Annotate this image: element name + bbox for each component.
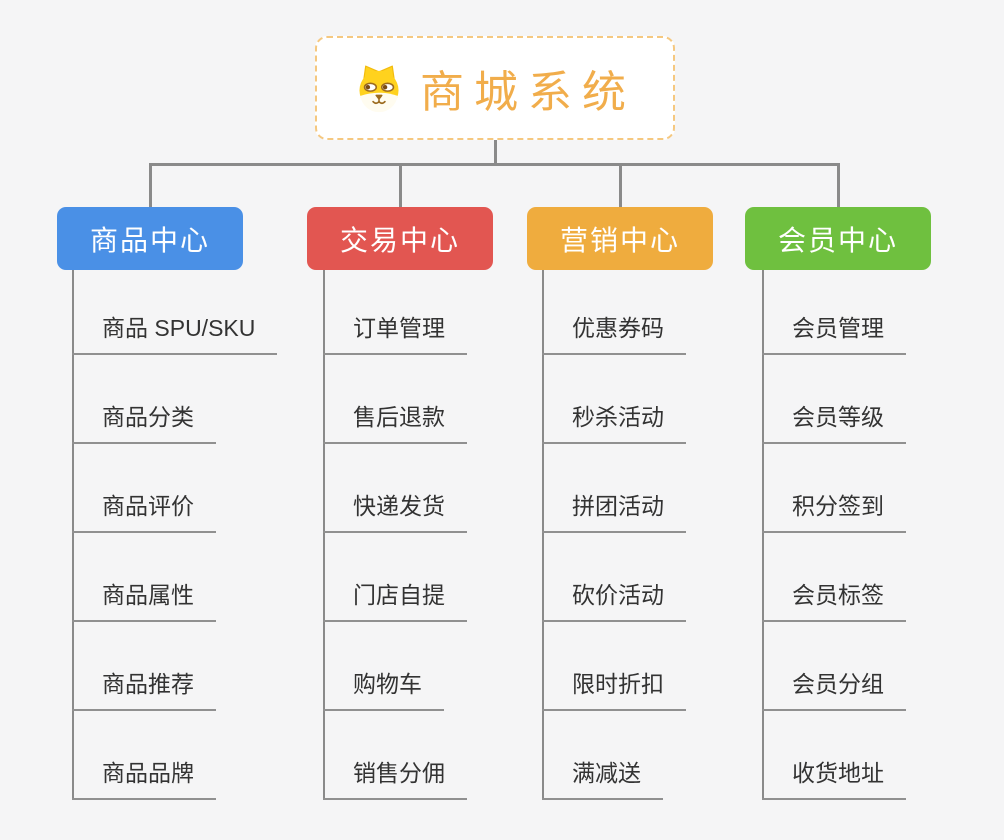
leaf-node[interactable]: 销售分佣 <box>323 754 467 800</box>
branch-label: 会员中心 <box>777 224 898 256</box>
connector-column-line <box>762 270 764 800</box>
dog-face-icon <box>354 63 404 113</box>
leaf-node[interactable]: 秒杀活动 <box>542 398 686 444</box>
leaf-node[interactable]: 商品 SPU/SKU <box>72 309 278 355</box>
leaf-node[interactable]: 会员分组 <box>762 665 906 711</box>
leaf-node[interactable]: 商品推荐 <box>72 665 216 711</box>
connector-branch-drop <box>148 163 152 207</box>
leaf-node[interactable]: 拼团活动 <box>542 487 686 533</box>
branch-node-2[interactable]: 交易中心 <box>307 207 493 270</box>
leaf-node[interactable]: 会员管理 <box>762 309 906 355</box>
leaf-node[interactable]: 会员标签 <box>762 576 906 622</box>
branch-node-4[interactable]: 会员中心 <box>745 207 931 270</box>
leaf-node[interactable]: 砍价活动 <box>542 576 686 622</box>
connector-column-line <box>72 270 74 800</box>
leaf-node[interactable]: 优惠券码 <box>542 309 686 355</box>
leaf-node[interactable]: 商品属性 <box>72 576 216 622</box>
leaf-node[interactable]: 商品品牌 <box>72 754 216 800</box>
branch-label: 交易中心 <box>339 224 460 256</box>
connector-column-line <box>542 270 544 800</box>
leaf-node[interactable]: 积分签到 <box>762 487 906 533</box>
leaf-node[interactable]: 门店自提 <box>323 576 467 622</box>
branch-label: 商品中心 <box>89 224 210 256</box>
connector-branch-drop <box>398 163 402 207</box>
leaf-node[interactable]: 商品分类 <box>72 398 216 444</box>
branch-node-3[interactable]: 营销中心 <box>527 207 713 270</box>
root-title-label: 商城系统 <box>420 68 636 117</box>
root-node[interactable]: 商城系统 <box>315 36 675 140</box>
leaf-node[interactable]: 限时折扣 <box>542 665 686 711</box>
leaf-node[interactable]: 商品评价 <box>72 487 216 533</box>
connector-column-line <box>323 270 325 800</box>
leaf-node[interactable]: 订单管理 <box>323 309 467 355</box>
connector-horizontal-bar <box>148 163 838 166</box>
branch-label: 营销中心 <box>559 224 680 256</box>
leaf-node[interactable]: 售后退款 <box>323 398 467 444</box>
leaf-node[interactable]: 购物车 <box>323 665 444 711</box>
connector-branch-drop <box>618 163 622 207</box>
connector-root-stub <box>493 140 497 166</box>
leaf-node[interactable]: 会员等级 <box>762 398 906 444</box>
branch-node-1[interactable]: 商品中心 <box>57 207 243 270</box>
connector-branch-drop <box>836 163 840 207</box>
leaf-node[interactable]: 收货地址 <box>762 754 906 800</box>
leaf-node[interactable]: 快递发货 <box>323 487 467 533</box>
leaf-node[interactable]: 满减送 <box>542 754 663 800</box>
